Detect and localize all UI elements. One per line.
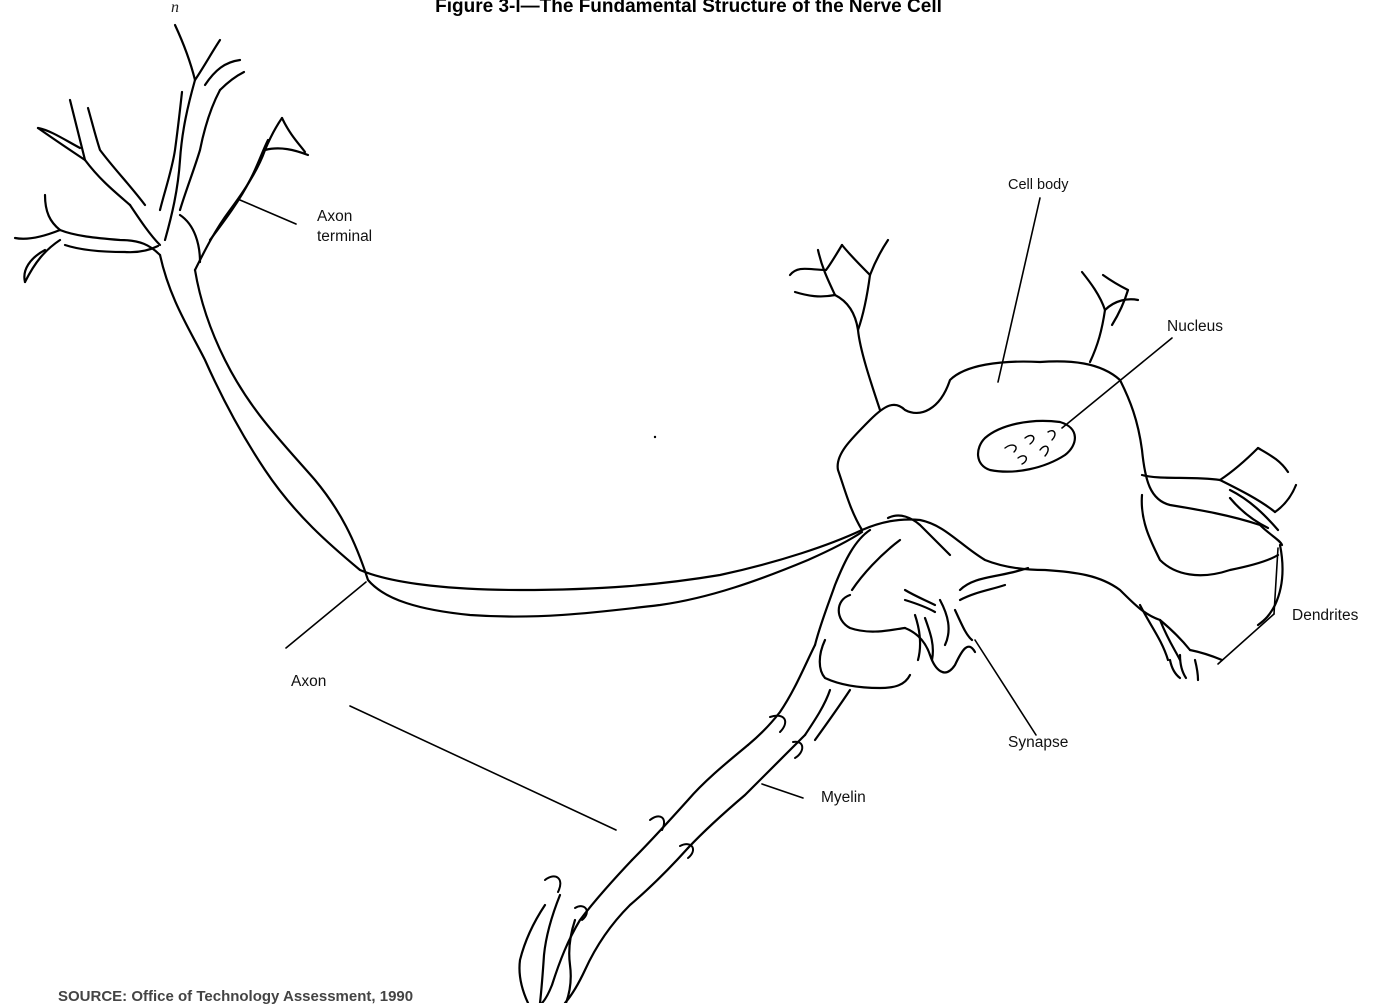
leader-synapse: [975, 640, 1036, 735]
stray-dot: [654, 436, 656, 438]
label-axon: Axon: [291, 673, 326, 691]
label-nucleus: Nucleus: [1167, 318, 1223, 336]
source-note: SOURCE: Office of Technology Assessment,…: [58, 988, 413, 1005]
leader-axon-terminal: [240, 200, 296, 224]
leader-dendrites-lower: [1218, 614, 1274, 664]
main-axon-shaft: [160, 255, 862, 617]
label-myelin: Myelin: [821, 789, 866, 807]
label-cell-body: Cell body: [1008, 176, 1068, 194]
leader-axon-upper: [286, 582, 366, 648]
label-axon-terminal-line1: Axon: [317, 208, 352, 226]
leader-nucleus: [1062, 338, 1172, 428]
axon-terminal-branches: [15, 25, 308, 282]
label-dendrites: Dendrites: [1292, 607, 1358, 625]
label-axon-terminal-line2: terminal: [317, 228, 372, 246]
label-synapse: Synapse: [1008, 734, 1068, 752]
leader-myelin: [762, 784, 803, 798]
cell-body-outline: [790, 240, 1296, 660]
dendrites-lower-right: [1160, 545, 1282, 680]
nucleus: [978, 421, 1075, 472]
leader-axon-lower: [350, 706, 616, 830]
leader-cell-body: [998, 198, 1040, 382]
